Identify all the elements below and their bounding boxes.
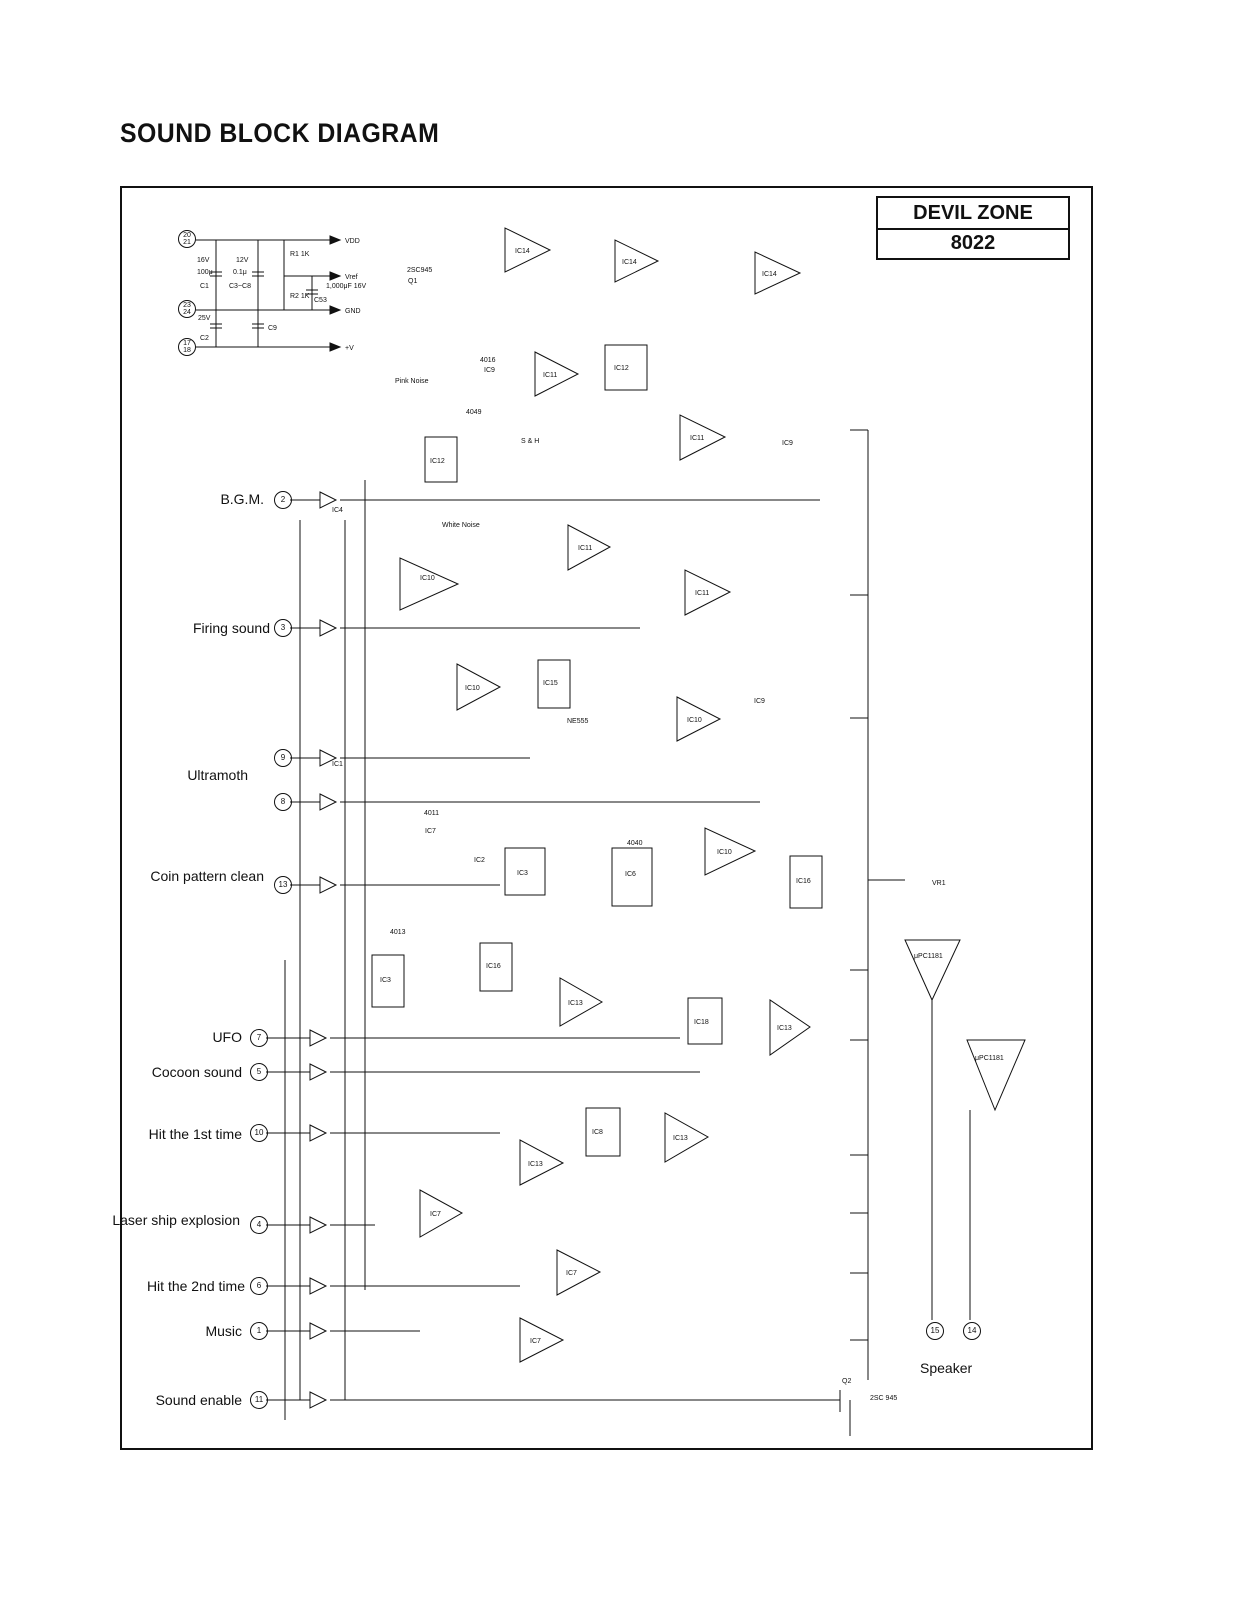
power-pin: 23 24 — [178, 300, 196, 318]
ic-blocks — [371, 227, 1026, 1363]
ic-label: IC11 — [578, 545, 592, 552]
ic-label: IC12 — [614, 365, 629, 372]
misc-label: Pink Noise — [395, 378, 429, 385]
rail-label: Vref — [345, 274, 358, 281]
ic-label: IC11 — [543, 372, 557, 379]
misc-label: 4011 — [424, 810, 439, 817]
ic-label: IC13 — [568, 1000, 583, 1007]
speaker-pin: 14 — [963, 1322, 981, 1340]
part-label: C53 — [314, 297, 327, 304]
misc-label: White Noise — [442, 522, 480, 529]
misc-label: 2SC945 — [407, 267, 432, 274]
ic-label: IC11 — [695, 590, 709, 597]
ic-label: IC7 — [425, 828, 436, 835]
ic-label: μPC1181 — [914, 953, 943, 960]
part-label: C3~C8 — [229, 283, 251, 290]
ic-label: IC13 — [673, 1135, 688, 1142]
board-id-box: DEVIL ZONE 8022 — [876, 196, 1070, 260]
ic-label: IC8 — [592, 1129, 603, 1136]
rail-label: +V — [345, 345, 354, 352]
ic-label: IC11 — [690, 435, 704, 442]
misc-label: 4049 — [466, 409, 482, 416]
misc-label: 4013 — [390, 929, 406, 936]
input-label-ufo: UFO — [212, 1029, 242, 1045]
output-wiring — [820, 1000, 971, 1436]
ic-label: μPC1181 — [975, 1055, 1004, 1062]
rail-label: GND — [345, 308, 361, 315]
misc-label: NE555 — [567, 718, 589, 725]
ic-label: IC9 — [754, 698, 765, 705]
speaker-pin: 15 — [926, 1322, 944, 1340]
schematic-frame — [120, 186, 1093, 1450]
input-label-music: Music — [205, 1323, 242, 1339]
part-label: 12V — [236, 257, 249, 264]
misc-label: VR1 — [932, 880, 946, 887]
part-label: C9 — [268, 325, 277, 332]
speaker-label: Speaker — [920, 1360, 973, 1376]
board-id-divider — [878, 228, 1068, 230]
ic-label: IC14 — [762, 271, 777, 278]
input-label-ultramoth: Ultramoth — [187, 767, 248, 783]
ic-label: IC14 — [515, 248, 530, 255]
ic-label: IC9 — [782, 440, 793, 447]
input-label-sound-enable: Sound enable — [155, 1392, 242, 1408]
board-name: DEVIL ZONE — [913, 202, 1033, 224]
ic-label: IC10 — [420, 575, 435, 582]
part-label: R2 1K — [290, 293, 310, 300]
input-label-laser: Laser ship explosion — [112, 1212, 240, 1228]
part-label: 0.1μ — [233, 269, 247, 276]
ic-label: IC13 — [528, 1161, 543, 1168]
ic-label: IC16 — [486, 963, 501, 970]
rail-label: VDD — [345, 238, 360, 245]
misc-label: 2SC 945 — [870, 1395, 897, 1402]
part-label: 16V — [197, 257, 210, 264]
ic-label: IC4 — [332, 507, 343, 514]
ic-label: IC6 — [625, 871, 636, 878]
ic-label: IC3 — [380, 977, 391, 984]
part-label: C1 — [200, 283, 209, 290]
ic-label: IC10 — [717, 849, 732, 856]
input-label-hit1: Hit the 1st time — [148, 1126, 242, 1142]
ic-label: IC10 — [465, 685, 480, 692]
ic-label: IC14 — [622, 259, 637, 266]
misc-label: Q1 — [408, 278, 417, 285]
ic-label: IC7 — [430, 1211, 441, 1218]
part-label: C2 — [200, 335, 209, 342]
input-label-firing: Firing sound — [192, 620, 270, 636]
board-number: 8022 — [950, 232, 996, 254]
ic-label: IC13 — [777, 1025, 792, 1032]
misc-label: Q2 — [842, 1378, 851, 1385]
part-label: 25V — [198, 315, 211, 322]
ic-label: IC15 — [543, 680, 558, 687]
ic-label: IC10 — [687, 717, 702, 724]
power-pin: 20 21 — [178, 230, 196, 248]
misc-label: 4040 — [627, 840, 643, 847]
ic-label: IC9 — [484, 367, 495, 374]
part-label: 1,000μF 16V — [326, 283, 367, 290]
ic-label: IC16 — [796, 878, 811, 885]
power-section — [196, 235, 342, 352]
input-label-coin: Coin pattern clean — [150, 868, 264, 884]
input-label-cocoon: Cocoon sound — [151, 1064, 242, 1080]
ic-label: IC2 — [474, 857, 485, 864]
power-pin: 17 18 — [178, 338, 196, 356]
ic-label: IC12 — [430, 458, 445, 465]
part-label: R1 1K — [290, 251, 310, 258]
misc-label: 4016 — [480, 357, 496, 364]
misc-label: S & H — [521, 438, 539, 445]
ic-label: IC7 — [566, 1270, 577, 1277]
input-label-bgm: B.G.M. — [220, 491, 264, 507]
ic-label: IC7 — [530, 1338, 541, 1345]
ic-label: IC18 — [694, 1019, 709, 1026]
input-label-hit2: Hit the 2nd time — [146, 1278, 245, 1294]
ic-label: IC1 — [332, 761, 343, 768]
input-pin: 10 — [250, 1124, 268, 1142]
input-pin: 2 — [274, 491, 292, 509]
ic-label: IC3 — [517, 870, 528, 877]
page-title: SOUND BLOCK DIAGRAM — [120, 118, 440, 148]
input-buses — [266, 429, 905, 1420]
part-label: 100μ — [197, 269, 213, 276]
